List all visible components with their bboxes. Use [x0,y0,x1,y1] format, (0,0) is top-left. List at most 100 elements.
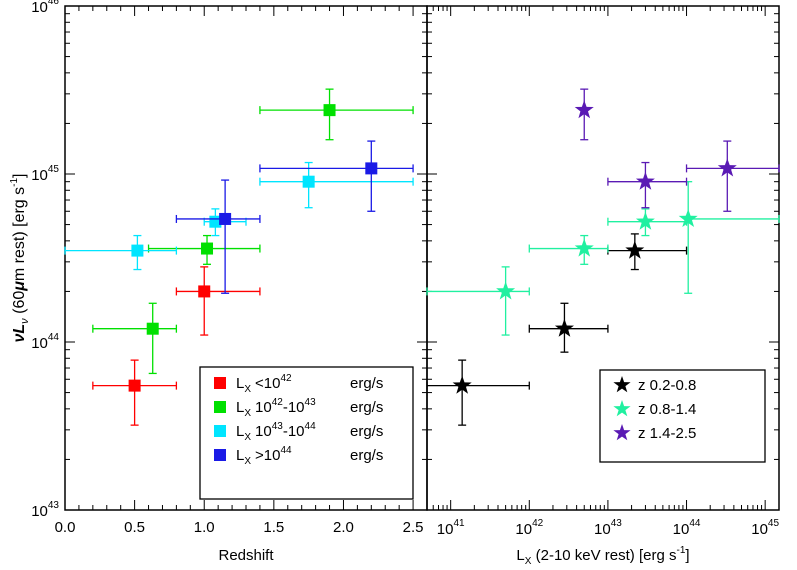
ylabel-nuL: νL [11,324,28,343]
left-legend-label: LX 1043-1044 [236,421,316,443]
y-tick-label-base: 10 [31,167,48,184]
y-tick-label: 1044 [31,332,59,352]
x-tick-label-right-exp: 45 [768,518,780,529]
left-legend-swatch [214,401,226,413]
right-series-0-point-marker [554,318,574,337]
y-tick-label-exp: 45 [48,164,60,175]
xlabel-sub: X [525,556,532,567]
y-tick-label-base: 10 [31,503,48,520]
y-axis-title: νLν (60μm rest) [erg s-1] [9,174,31,343]
y-tick-label: 1045 [31,164,59,184]
right-plot-frame [426,5,780,511]
left-legend-unit: erg/s [350,375,383,392]
right-legend-label: z 0.8-1.4 [638,401,696,418]
ylabel-sup: -1 [9,178,20,187]
xlabel-sup: -1 [677,545,686,556]
y-tick-label-base: 10 [31,335,48,352]
x-tick-label-right-base: 10 [594,521,611,538]
right-legend-star [613,376,631,393]
left-legend-label: LX>1044 [236,445,292,467]
x-tick-label-right: 1041 [437,518,465,538]
y-tick-label-base: 10 [31,0,48,16]
right-legend-label: z 0.2-0.8 [638,377,696,394]
right-series-2-point-marker [574,100,594,119]
right-legend-star [613,400,631,417]
legend-sub: X [244,432,251,443]
x-axis-title-right: LX (2-10 keV rest) [erg s-1] [516,545,689,567]
legend-L: L [236,447,244,464]
x-tick-label-left: 2.5 [403,519,424,536]
right-legend-star [613,424,631,441]
y-tick-label: 1043 [31,500,59,520]
x-tick-label-right-exp: 43 [611,518,623,529]
x-tick-label-left: 1.5 [263,519,284,536]
legend-sup2: 44 [305,421,317,432]
legend-sup: 42 [280,373,292,384]
legend-L: L [236,423,244,440]
legend-sup2: 43 [305,397,317,408]
x-tick-label-right-base: 10 [515,521,532,538]
ylabel-rest: (60 [11,291,28,319]
left-legend-label: LX <1042 [236,373,292,395]
y-tick-label-exp: 43 [48,500,60,511]
left-series-2-point-marker [131,244,144,257]
x-tick-label-right-exp: 42 [532,518,544,529]
left-series-2-point-marker [302,175,315,188]
legend-L: L [236,399,244,416]
ylabel-sub: ν [19,318,31,324]
x-tick-label-right: 1044 [673,518,701,538]
legend-sub: X [244,456,251,467]
left-series-3-point-marker [219,212,232,225]
xlabel-rest: (2-10 keV rest) [erg s [531,547,676,564]
right-series-2-point-marker [635,171,655,190]
left-legend-box [199,366,414,500]
x-tick-label-right-exp: 41 [453,518,465,529]
legend-sup: 43 [272,421,284,432]
x-tick-label-right-base: 10 [437,521,454,538]
right-series-1-point-marker [496,281,516,300]
ylabel-close: ] [11,174,28,178]
ylabel-m: m rest) [erg s [11,187,28,281]
right-series-0-point-marker [452,375,472,394]
legend-sub: X [244,384,251,395]
y-tick-label-exp: 46 [48,0,60,7]
xlabel-L: L [516,547,524,564]
left-legend-unit: erg/s [350,423,383,440]
legend-value: 10 [255,423,272,440]
legend-value: 10 [255,399,272,416]
right-series-2-point-marker [717,158,737,177]
left-series-1-point-marker [323,104,336,117]
legend-sub: X [244,408,251,419]
right-series-1-point-marker [678,209,698,227]
legend-sup: 42 [272,397,284,408]
y-tick-label-exp: 44 [48,332,60,343]
x-tick-label-right: 1042 [515,518,543,538]
left-legend-unit: erg/s [350,399,383,416]
left-series-1-point-marker [146,322,159,335]
x-axis-title-left: Redshift [218,547,274,564]
right-legend-label: z 1.4-2.5 [638,425,696,442]
right-legend-box [599,369,766,463]
legend-sup: 44 [280,445,292,456]
right-series-1-point-marker [635,211,655,230]
x-tick-label-right: 1043 [594,518,622,538]
y-tick-label: 1046 [31,0,59,16]
left-legend-swatch [214,377,226,389]
x-tick-label-right-base: 10 [751,521,768,538]
right-series-1-point-marker [574,238,594,257]
x-tick-label-right: 1045 [751,518,779,538]
left-series-3-point-marker [365,162,378,175]
ylabel-mu: μ [11,281,28,292]
right-series-0-point-marker [625,240,645,259]
legend-L: L [236,375,244,392]
left-legend-swatch [214,449,226,461]
x-tick-label-left: 0.0 [55,519,76,536]
right-panel-xray-luminosity: z 0.2-0.8 z 0.8-1.4 z 1.4-2.5 [426,5,780,511]
legend-value: <10 [255,375,280,392]
legend-tail: -10 [283,423,305,440]
x-tick-label-right-base: 10 [673,521,690,538]
